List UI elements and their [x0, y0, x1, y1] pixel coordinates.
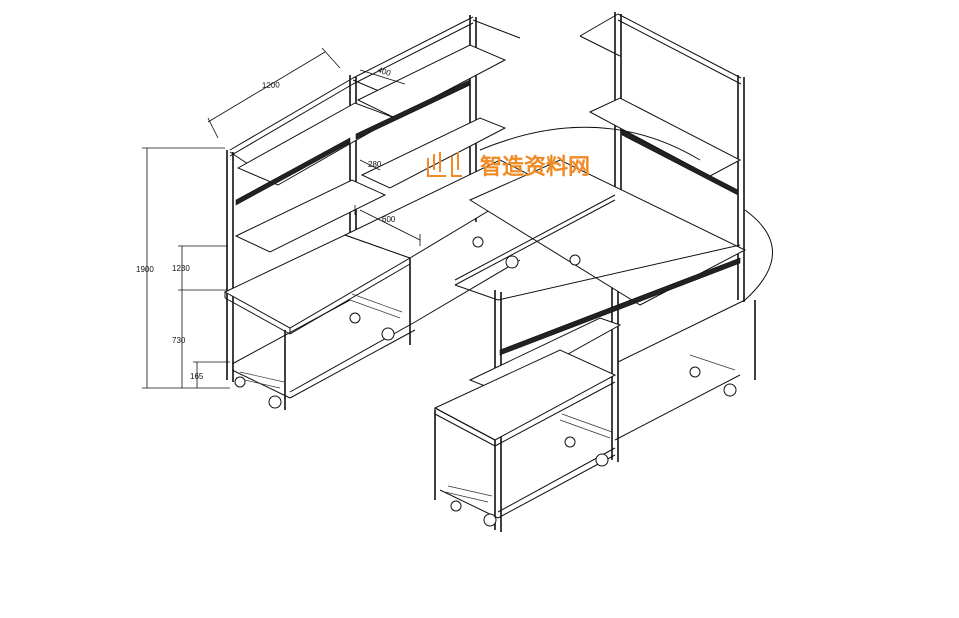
watermark-text: 智造资料网	[480, 154, 590, 180]
dim-1230: 1230	[172, 264, 190, 273]
dim-280: 280	[368, 160, 382, 169]
dimension-lines	[142, 47, 421, 389]
dim-165: 165	[190, 372, 204, 381]
dim-1900: 1900	[136, 265, 154, 274]
dim-600: 600	[382, 215, 396, 224]
watermark-logo-icon	[427, 152, 462, 177]
watermark: 智造资料网	[427, 152, 590, 180]
dimension-labels: 1200 400 280 600 1900 1230 730 165	[136, 65, 396, 381]
right-workstation	[433, 12, 773, 532]
dim-1200: 1200	[262, 80, 281, 90]
dim-400: 400	[376, 65, 392, 78]
dim-730: 730	[172, 336, 186, 345]
left-workstation	[223, 15, 542, 410]
